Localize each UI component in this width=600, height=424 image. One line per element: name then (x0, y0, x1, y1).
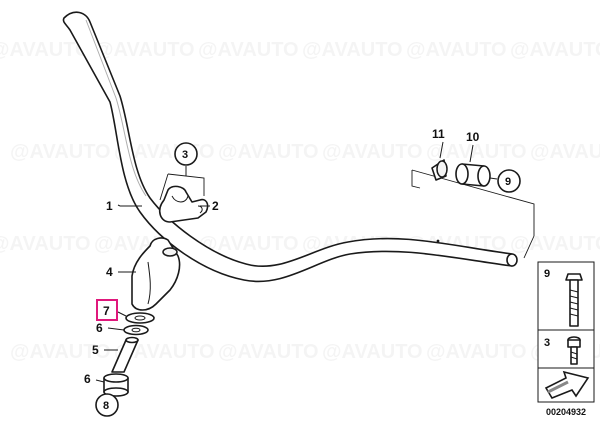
watermark-text: @AVAUTO (302, 39, 403, 61)
watermark-text: @AVAUTO (0, 39, 91, 61)
legend-item-number-1: 9 (544, 268, 550, 280)
diagram-id: 00204932 (546, 407, 586, 417)
callout-bolt-number: 3 (182, 149, 188, 161)
watermark-text: @AVAUTO (406, 39, 507, 61)
bar-end-weight (455, 163, 491, 187)
watermark-layer: @AVAUTO@AVAUTO@AVAUTO@AVAUTO@AVAUTO@AVAU… (0, 39, 600, 363)
watermark-text: @AVAUTO (10, 341, 111, 363)
watermark-text: @AVAUTO (114, 341, 215, 363)
handlebar (62, 11, 518, 283)
watermark-text: @AVAUTO (322, 141, 423, 163)
watermark-text: @AVAUTO (198, 233, 299, 255)
long-bolt-icon (565, 273, 583, 327)
bar-end-assembly (411, 159, 535, 259)
callout-bar-end-weight: 10 (466, 130, 480, 144)
callout-sleeve: 5 (92, 343, 99, 357)
washer-upper (123, 324, 149, 336)
damper-pad (125, 312, 155, 324)
callout-damper-pad: 7 (103, 304, 110, 318)
watermark-text: @AVAUTO (426, 341, 527, 363)
watermark-text: @AVAUTO (0, 233, 91, 255)
riser (131, 237, 181, 311)
callout-end-screw-number: 9 (505, 176, 511, 188)
watermark-text: @AVAUTO (426, 141, 527, 163)
legend-panel: 9 3 (537, 261, 595, 403)
callout-handlebar: 1 (106, 199, 113, 213)
watermark-text: @AVAUTO (218, 141, 319, 163)
watermark-text: @AVAUTO (510, 39, 600, 61)
callout-damper-pad-box: 7 (96, 299, 118, 321)
callout-riser: 4 (106, 265, 113, 279)
legend-item-number-2: 3 (544, 337, 550, 349)
watermark-text: @AVAUTO (322, 341, 423, 363)
watermark-text: @AVAUTO (218, 341, 319, 363)
callout-circle-bolt: 3 (174, 142, 198, 166)
sleeve (111, 336, 139, 373)
bar-end-insert (431, 159, 448, 181)
watermark-text: @AVAUTO (530, 141, 600, 163)
watermark-text: @AVAUTO (510, 233, 600, 255)
callout-circle-end-screw: 9 (497, 169, 521, 193)
callout-circle-nut: 8 (95, 393, 119, 417)
callout-washer-lower: 6 (84, 372, 91, 386)
callout-insert: 11 (432, 127, 445, 141)
watermark-text: @AVAUTO (10, 141, 111, 163)
watermark-text: @AVAUTO (198, 39, 299, 61)
washer-lower (103, 373, 129, 397)
callout-nut-number: 8 (103, 400, 109, 412)
callout-washer-upper: 6 (96, 321, 103, 335)
direction-arrow-icon (544, 370, 590, 399)
clamp-cap (158, 185, 209, 223)
watermark-text: @AVAUTO (94, 39, 195, 61)
callout-clamp-cap: 2 (212, 199, 219, 213)
short-bolt-icon (567, 336, 581, 365)
